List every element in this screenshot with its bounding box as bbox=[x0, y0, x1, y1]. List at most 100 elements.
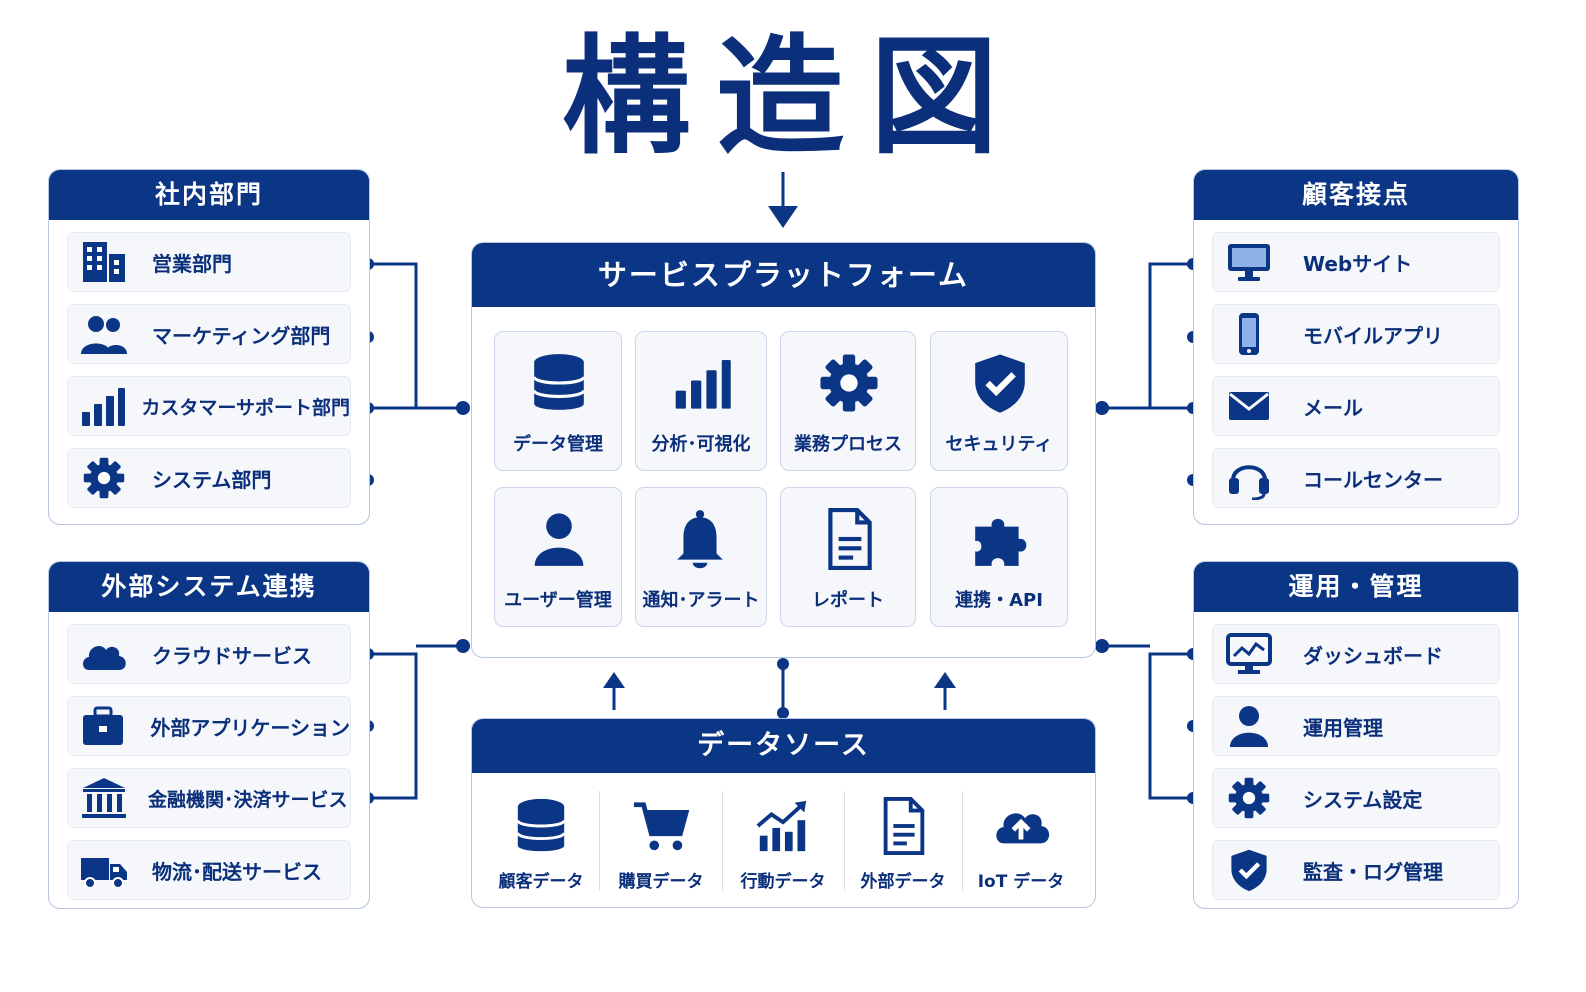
list-item[interactable]: 営業部門 bbox=[67, 232, 351, 292]
item-label: 監査・ログ管理 bbox=[1303, 859, 1443, 884]
cloud-upload-icon bbox=[991, 797, 1051, 855]
operations-panel: 運用・管理 ダッシュボード 運用管理 システム設定 監査・ログ管理 bbox=[1193, 561, 1519, 909]
list-item[interactable]: マーケティング部門 bbox=[67, 304, 351, 364]
list-item[interactable]: モバイルアプリ bbox=[1212, 304, 1500, 364]
tile-integration-api[interactable]: 連携・API bbox=[930, 487, 1068, 627]
service-platform-panel: サービスプラットフォーム データ管理 分析･可視化 業務プロセス セキュリティ … bbox=[471, 242, 1096, 658]
user-icon bbox=[527, 508, 591, 570]
tile-analytics[interactable]: 分析･可視化 bbox=[635, 331, 767, 471]
user-icon bbox=[1213, 704, 1285, 748]
tile-user-management[interactable]: ユーザー管理 bbox=[494, 487, 622, 627]
tile-label: 業務プロセス bbox=[794, 434, 902, 455]
tile-label: レポート bbox=[812, 590, 884, 611]
customer-touchpoints-panel: 顧客接点 Webサイト モバイルアプリ メール コールセンター bbox=[1193, 169, 1519, 525]
tile-label: 分析･可視化 bbox=[651, 434, 751, 455]
list-item[interactable]: カスタマーサポート部門 bbox=[67, 376, 351, 436]
item-label: クラウドサービス bbox=[152, 643, 312, 668]
briefcase-icon bbox=[68, 704, 138, 748]
item-label: メール bbox=[1303, 395, 1363, 420]
data-source-panel: データソース 顧客データ 購買データ 行動データ 外部データ IoT データ bbox=[471, 718, 1096, 908]
tile-reports[interactable]: レポート bbox=[780, 487, 916, 627]
external-systems-panel: 外部システム連携 クラウドサービス 外部アプリケーション 金融機関･決済サービス… bbox=[48, 561, 370, 909]
list-item[interactable]: 外部アプリケーション bbox=[67, 696, 351, 756]
tile-label: データ管理 bbox=[513, 434, 603, 455]
tile-notifications[interactable]: 通知･アラート bbox=[635, 487, 767, 627]
database-icon bbox=[511, 797, 571, 855]
list-item[interactable]: 物流･配送サービス bbox=[67, 840, 351, 900]
source-label: IoT データ bbox=[977, 872, 1065, 892]
document-icon bbox=[817, 508, 881, 570]
cloud-icon bbox=[68, 632, 140, 676]
panel-title: 外部システム連携 bbox=[49, 562, 369, 612]
source-label: 外部データ bbox=[860, 872, 946, 892]
shield-check-icon bbox=[1213, 848, 1285, 892]
gear-icon bbox=[1213, 776, 1285, 820]
data-source-external[interactable]: 外部データ bbox=[844, 789, 962, 899]
item-label: Webサイト bbox=[1303, 251, 1413, 276]
item-label: システム部門 bbox=[152, 467, 272, 492]
cart-icon bbox=[631, 797, 691, 855]
source-label: 購買データ bbox=[618, 872, 704, 892]
trend-chart-icon bbox=[753, 797, 813, 855]
list-item[interactable]: コールセンター bbox=[1212, 448, 1500, 508]
item-label: システム設定 bbox=[1303, 787, 1423, 812]
bar-chart-icon bbox=[668, 352, 732, 414]
item-label: モバイルアプリ bbox=[1303, 323, 1443, 348]
data-source-customer[interactable]: 顧客データ bbox=[482, 789, 600, 899]
list-item[interactable]: Webサイト bbox=[1212, 232, 1500, 292]
puzzle-icon bbox=[968, 508, 1032, 570]
dashboard-icon bbox=[1213, 632, 1285, 676]
smartphone-icon bbox=[1213, 312, 1285, 356]
list-item[interactable]: メール bbox=[1212, 376, 1500, 436]
list-item[interactable]: システム部門 bbox=[67, 448, 351, 508]
monitor-icon bbox=[1213, 240, 1285, 284]
panel-title: 社内部門 bbox=[49, 170, 369, 220]
list-item[interactable]: クラウドサービス bbox=[67, 624, 351, 684]
source-label: 顧客データ bbox=[498, 872, 584, 892]
list-item[interactable]: 運用管理 bbox=[1212, 696, 1500, 756]
bar-chart-icon bbox=[68, 384, 133, 428]
item-label: 金融機関･決済サービス bbox=[148, 788, 348, 811]
tile-security[interactable]: セキュリティ bbox=[930, 331, 1068, 471]
item-label: ダッシュボード bbox=[1303, 643, 1443, 668]
users-icon bbox=[68, 312, 140, 356]
divider bbox=[599, 791, 600, 891]
panel-title: サービスプラットフォーム bbox=[472, 243, 1095, 307]
tile-label: 連携・API bbox=[955, 590, 1043, 611]
list-item[interactable]: システム設定 bbox=[1212, 768, 1500, 828]
panel-title: 顧客接点 bbox=[1194, 170, 1518, 220]
tile-label: セキュリティ bbox=[945, 434, 1053, 455]
data-source-purchase[interactable]: 購買データ bbox=[602, 789, 720, 899]
tile-data-management[interactable]: データ管理 bbox=[494, 331, 622, 471]
item-label: カスタマーサポート部門 bbox=[141, 396, 350, 419]
divider bbox=[962, 791, 963, 891]
list-item[interactable]: ダッシュボード bbox=[1212, 624, 1500, 684]
list-item[interactable]: 金融機関･決済サービス bbox=[67, 768, 351, 828]
panel-title: データソース bbox=[472, 719, 1095, 773]
item-label: 物流･配送サービス bbox=[152, 859, 322, 884]
page-title: 構造図 bbox=[561, 23, 1024, 172]
divider bbox=[844, 791, 845, 891]
gear-icon bbox=[68, 456, 140, 500]
item-label: 運用管理 bbox=[1303, 715, 1383, 740]
source-label: 行動データ bbox=[740, 872, 826, 892]
data-source-iot[interactable]: IoT データ bbox=[962, 789, 1080, 899]
database-icon bbox=[527, 352, 591, 414]
shield-check-icon bbox=[968, 352, 1032, 414]
bank-icon bbox=[68, 776, 140, 820]
data-source-behavior[interactable]: 行動データ bbox=[724, 789, 842, 899]
gear-icon bbox=[817, 352, 881, 414]
bell-icon bbox=[668, 508, 732, 570]
divider bbox=[722, 791, 723, 891]
item-label: 営業部門 bbox=[152, 251, 232, 276]
tile-label: 通知･アラート bbox=[642, 590, 760, 611]
document-icon bbox=[873, 797, 933, 855]
headset-icon bbox=[1213, 456, 1285, 500]
item-label: 外部アプリケーション bbox=[150, 715, 350, 740]
list-item[interactable]: 監査・ログ管理 bbox=[1212, 840, 1500, 900]
tile-label: ユーザー管理 bbox=[504, 590, 612, 611]
mail-icon bbox=[1213, 384, 1285, 428]
tile-business-process[interactable]: 業務プロセス bbox=[780, 331, 916, 471]
item-label: マーケティング部門 bbox=[152, 323, 331, 348]
